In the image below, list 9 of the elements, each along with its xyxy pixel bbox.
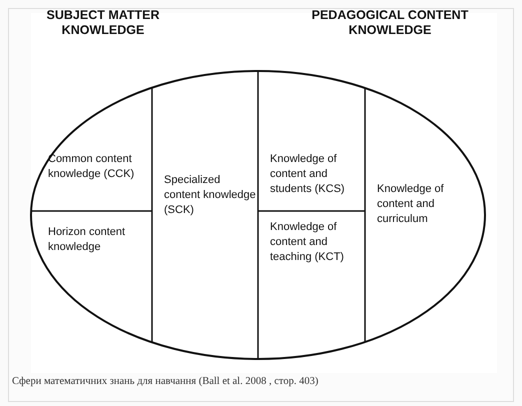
caption: Сфери математичних знань для навчання (Ball et al. 2008 , стор. 403) [12, 376, 318, 387]
region-text: Knowledge of content and students (KCS) [270, 152, 346, 197]
region-text: Knowledge of content and curriculum [377, 182, 445, 227]
region-text: Common content knowledge (CCK) [48, 152, 136, 182]
region-text: Knowledge of content and teaching (KCT) [270, 220, 345, 265]
heading: PEDAGOGICAL CONTENT KNOWLEDGE [310, 8, 470, 38]
region-text: Specialized content knowledge (SCK) [164, 173, 257, 218]
heading: SUBJECT MATTER KNOWLEDGE [46, 8, 160, 38]
region-text: Horizon content knowledge [48, 225, 126, 255]
